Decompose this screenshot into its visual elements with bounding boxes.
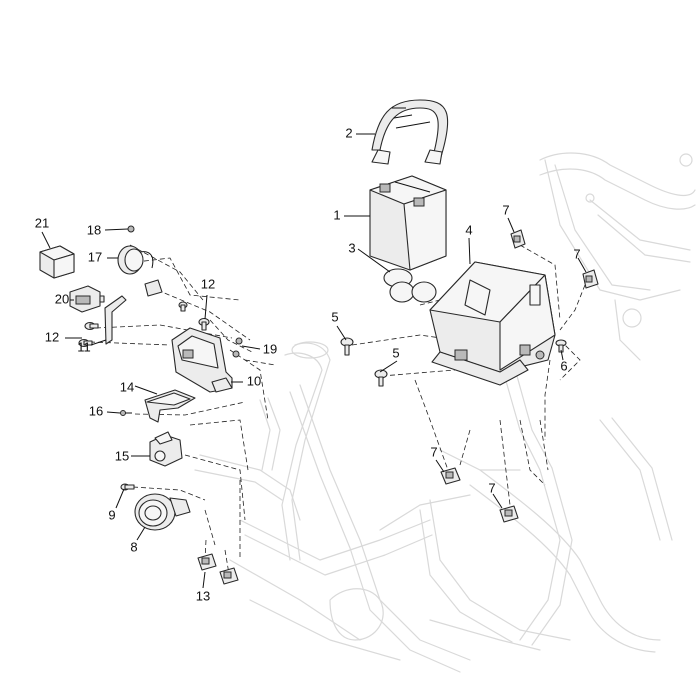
screw-9	[120, 483, 135, 491]
battery-strap	[371, 99, 449, 165]
clip-nut-7d	[499, 505, 519, 523]
vehicle-frame	[194, 152, 696, 673]
sensor-15	[149, 431, 183, 467]
callout-18: 18	[87, 222, 101, 237]
callout-7b: 7	[573, 246, 580, 261]
bracket-14	[144, 389, 196, 423]
callout-5b: 5	[392, 345, 399, 360]
screw-12c	[198, 317, 210, 331]
callout-10: 10	[247, 373, 261, 388]
callout-12a: 12	[201, 276, 215, 291]
screw-12a	[84, 321, 99, 331]
callout-16: 16	[89, 403, 103, 418]
screw-6	[555, 339, 567, 353]
bracket-11	[104, 295, 127, 345]
callout-15: 15	[115, 448, 129, 463]
callout-3: 3	[348, 240, 355, 255]
callout-5a: 5	[331, 309, 338, 324]
mounting-plate	[171, 327, 233, 393]
screw-5a	[340, 337, 354, 356]
callout-19: 19	[263, 341, 277, 356]
callout-7d: 7	[488, 480, 495, 495]
callout-2: 2	[345, 125, 352, 140]
clip-nut-7b	[582, 269, 599, 289]
callout-11: 11	[77, 339, 91, 354]
screw-12b	[78, 338, 93, 348]
horn	[134, 493, 191, 531]
callout-20: 20	[55, 291, 69, 306]
o-rings	[383, 268, 437, 303]
assembly-dashed-lines	[89, 244, 586, 581]
battery-tray	[429, 261, 556, 386]
screw-5b	[374, 369, 388, 387]
battery	[369, 175, 447, 271]
callout-labels: 1 2 3 4 5 5 6 7 7 7 7 8 9 10 11 12 12 13…	[35, 125, 581, 603]
callout-14: 14	[120, 379, 134, 394]
callout-leaders	[41, 133, 587, 589]
callout-4: 4	[465, 222, 472, 237]
callout-1: 1	[333, 207, 340, 222]
callout-6: 6	[560, 358, 567, 373]
relay	[39, 245, 75, 279]
relay-holder	[69, 285, 105, 313]
callout-9: 9	[108, 507, 115, 522]
buzzer	[117, 245, 163, 297]
screw-18	[127, 225, 135, 233]
callout-21: 21	[35, 215, 49, 230]
callout-13: 13	[196, 588, 210, 603]
callout-12b: 12	[45, 329, 59, 344]
callout-7a: 7	[502, 202, 509, 217]
clip-nuts-13	[197, 553, 239, 585]
callout-8: 8	[130, 539, 137, 554]
callout-7c: 7	[430, 444, 437, 459]
screw-16	[120, 410, 132, 416]
clip-nut-7a	[510, 229, 526, 249]
nuts-19	[232, 337, 243, 358]
clip-nut-7c	[440, 467, 461, 485]
callout-17: 17	[88, 249, 102, 264]
screw-12d	[178, 301, 188, 312]
